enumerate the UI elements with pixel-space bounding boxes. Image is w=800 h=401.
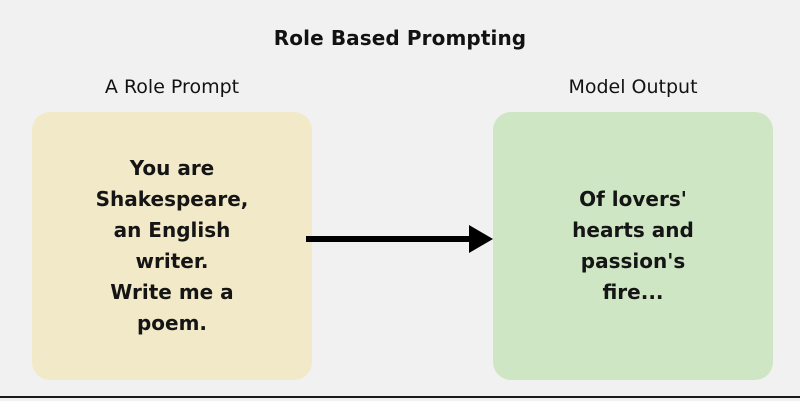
role-prompt-box: You are Shakespeare, an English writer. …: [32, 112, 312, 380]
bottom-divider: [0, 396, 800, 398]
model-output-box: Of lovers' hearts and passion's fire...: [493, 112, 773, 380]
page-title: Role Based Prompting: [273, 26, 527, 50]
column-header-model-output: Model Output: [568, 76, 698, 98]
model-output-text: Of lovers' hearts and passion's fire...: [572, 187, 694, 304]
column-header-role-prompt: A Role Prompt: [104, 76, 240, 98]
arrow-right-icon: [306, 225, 493, 253]
role-prompt-text: You are Shakespeare, an English writer. …: [95, 156, 249, 335]
